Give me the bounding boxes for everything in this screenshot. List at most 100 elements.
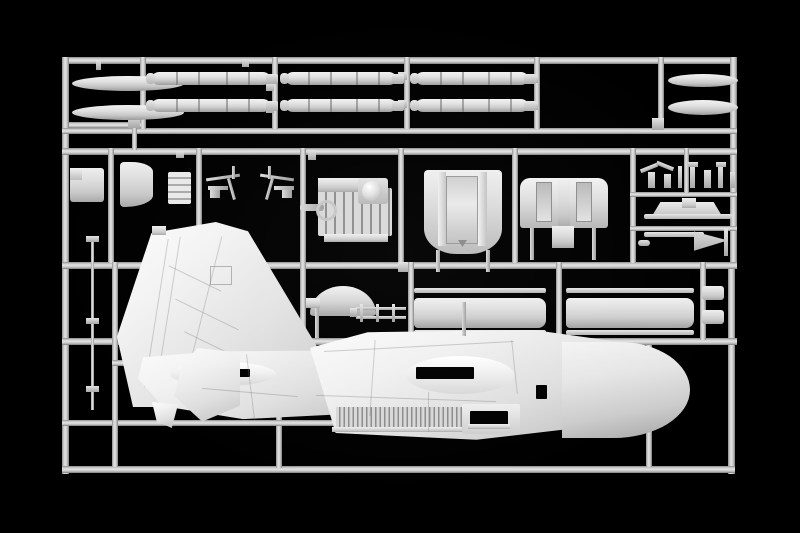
runner-divider-row3-4 (700, 262, 706, 340)
cockpit-window-cutout (416, 367, 474, 379)
runner-divider-ord-4 (534, 57, 540, 129)
missile-tail-cap (266, 100, 278, 111)
wing-fold-sprue-leg-right (592, 228, 596, 260)
wing-fold-base-tab (552, 226, 574, 248)
launch-bar-post (724, 228, 728, 256)
wing-fold-sprue-leg-left (530, 228, 534, 260)
ribbed-block-part (168, 172, 191, 204)
gate-stub-j (652, 118, 664, 130)
ventral-weapons-bay (462, 404, 520, 434)
gear-strut-left (205, 166, 258, 204)
pitot-a-head (688, 162, 698, 167)
engine-lower-lip (324, 234, 388, 242)
runner-divider-ord-2 (272, 57, 278, 129)
pylon-body (652, 202, 722, 216)
tip-tab-upper (702, 286, 724, 300)
tip-tab-lower (702, 310, 724, 324)
launch-bar-hook (638, 240, 650, 246)
strut-upper (268, 166, 271, 179)
runner-right-vertical-mid (730, 149, 737, 269)
bay-door-rib-right (478, 172, 487, 246)
bay-door-sprue-leg-left (436, 250, 440, 272)
pitot-a (690, 164, 695, 188)
runner-divider-row2-1 (108, 148, 114, 263)
wing-fold-slot-left (536, 182, 552, 222)
launch-bar-part (638, 228, 736, 262)
ladder-rung-2 (376, 304, 379, 322)
engine-face-part (300, 178, 396, 246)
weapons-bay-door-lip (468, 424, 510, 429)
pod-upper-right (668, 74, 738, 87)
radar-dish-face (362, 181, 382, 201)
pod-lower-right (668, 100, 738, 115)
wing-pylon-part (642, 198, 734, 224)
antenna-post-c (678, 166, 682, 188)
pylon-base-rail (644, 214, 732, 219)
runner-tie-ord-center (132, 128, 137, 150)
ladder-rung-1 (360, 304, 363, 322)
ventral-strake (152, 402, 178, 428)
wing-half-left (414, 298, 546, 328)
strut-foot-tab (282, 190, 292, 198)
runner-left-vertical-upper (62, 57, 69, 149)
fuselage-sprue-leg-right (462, 302, 466, 336)
pitot-c (718, 164, 723, 188)
missile-upper-right (410, 72, 536, 85)
pitot-b (704, 170, 711, 188)
runner-divider-right-sub (684, 148, 689, 193)
runner-divider-row3-3 (556, 262, 562, 340)
bay-door-sprue-leg-right (486, 250, 490, 272)
avionics-hatch-cutout (536, 385, 547, 399)
intake-box-lip (70, 168, 82, 180)
pitot-c-head (716, 162, 726, 167)
missile-tail-cap (524, 100, 536, 111)
runner-divider-row2-4 (398, 148, 404, 263)
missile-nose-cap (280, 100, 289, 111)
strut-upper (232, 166, 235, 179)
missile-tail-cap (266, 73, 278, 84)
strut-arm (259, 173, 295, 182)
fin-tip-tab (152, 226, 166, 235)
strut-foot (208, 186, 228, 190)
missile-nose-cap (146, 73, 155, 84)
strut-foot-tab (210, 190, 220, 198)
antenna-post-b (664, 174, 671, 188)
antenna-rod-gate-mid (86, 318, 99, 324)
runner-left-vertical-lower (62, 149, 69, 474)
antenna-blade-b (655, 160, 675, 172)
runner-divider-ord-5 (658, 57, 664, 129)
antenna-rod-gate-top (86, 236, 99, 242)
runner-bottom-rail (62, 466, 735, 473)
fin-access-hatch (210, 266, 232, 285)
runner-divider-row2-6 (630, 148, 636, 263)
flap-rail-right-lower (566, 330, 694, 335)
gate-stub-l (176, 151, 184, 158)
ladder-part (350, 304, 408, 322)
gear-strut-right (246, 166, 298, 204)
fuselage-sprue-leg-left (315, 302, 319, 338)
gate-stub-a (96, 60, 101, 70)
gate-stub-m (398, 262, 408, 272)
ladder-rail-top (356, 307, 406, 310)
engine-upper-shroud (318, 178, 364, 192)
missile-tail-cap (392, 100, 404, 111)
missile-nose-cap (280, 73, 289, 84)
launch-bar-tripod (694, 231, 728, 251)
bay-door-tab (458, 240, 467, 247)
runner-shelf-right-1 (630, 192, 737, 197)
runner-divider-row3-1 (300, 262, 306, 340)
gate-stub-c (266, 83, 274, 91)
missile-lower-mid (280, 99, 404, 112)
ladder-rung-3 (392, 304, 395, 322)
runner-top-rail (62, 57, 737, 64)
ladder-rail-bottom (356, 316, 406, 319)
antenna-rod-part (91, 238, 94, 410)
runner-divider-row2-5 (512, 148, 518, 263)
wing-fold-slot-right (576, 182, 592, 222)
antenna-rod-gate-bottom (86, 386, 99, 392)
missile-upper-left (146, 72, 278, 85)
runner-divider-ord-3 (404, 57, 410, 129)
panel-line-detail (428, 392, 429, 432)
missile-tail-cap (524, 73, 536, 84)
